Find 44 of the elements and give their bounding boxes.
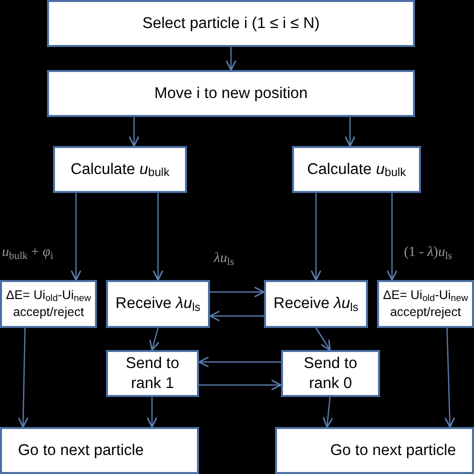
formula-label: λu$_{ls}$ (214, 250, 234, 269)
step-text: Go to next particle (17, 440, 145, 460)
arrow (18, 328, 29, 428)
arrow (225, 47, 237, 71)
process-box (0, 427, 199, 474)
process-box (106, 350, 199, 397)
arrow (198, 356, 281, 368)
arrow (199, 379, 282, 391)
process-box (281, 350, 380, 397)
process-box (106, 280, 210, 328)
arrow (210, 286, 265, 298)
arrow (344, 117, 356, 147)
process-box (53, 146, 187, 193)
step-text: Send to rank 0 (302, 354, 358, 394)
arrow (386, 193, 398, 281)
process-box (47, 70, 415, 117)
process-box (47, 0, 415, 47)
step-text: Calculate u$_{bulk}$ (306, 160, 407, 180)
arrow (322, 396, 334, 428)
formula-label: u$_{bulk}$ + φ$_{i}$ (2, 244, 54, 263)
arrow (70, 193, 82, 281)
step-text: Calculate u$_{bulk}$ (70, 160, 170, 180)
step-text: Select particle i (1 ≤ i ≤ N) (141, 14, 321, 34)
step-text: Send to rank 1 (124, 354, 180, 394)
step-text: Receive λu$_{ls}$ (272, 294, 360, 314)
arrow (146, 397, 158, 428)
arrow (444, 328, 456, 428)
arrow (149, 328, 160, 351)
step-text: Move i to new position (153, 84, 309, 104)
step-text: ΔE= Ui$_{old}$-Ui$_{new}$ accept/reject (382, 287, 469, 321)
process-box (292, 146, 421, 193)
step-text: Go to next particle (329, 440, 457, 460)
arrow (316, 328, 331, 351)
arrow (152, 193, 164, 281)
process-box (275, 427, 474, 474)
process-box (0, 280, 97, 328)
formula-label: (1 - λ)u$_{ls}$ (404, 244, 452, 263)
arrow (128, 117, 140, 147)
process-box (377, 280, 474, 328)
process-box (264, 280, 368, 328)
arrow (209, 310, 264, 322)
arrow (310, 193, 322, 281)
step-text: Receive λu$_{ls}$ (114, 294, 202, 314)
step-text: ΔE= Ui$_{old}$-Ui$_{new}$ accept/reject (5, 287, 92, 321)
